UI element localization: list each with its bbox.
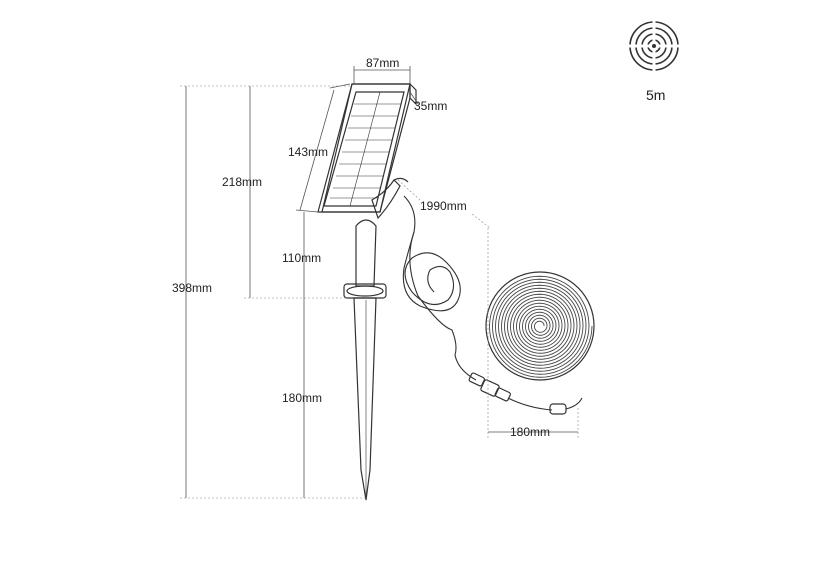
label-total-height: 398mm [172,281,212,295]
solar-panel [317,82,417,220]
label-panel-width: 87mm [366,56,399,70]
coil-spiral [489,275,593,378]
solar-cells [330,91,401,207]
label-panel-height: 143mm [288,145,328,159]
led-strip-coil [485,271,595,381]
dimension-lines [180,66,579,499]
strip-length-label: 5m [646,87,665,103]
label-cable-length: 1990mm [420,199,467,213]
cable [402,195,461,312]
cable-connector [468,372,583,415]
coil-outline [485,271,595,381]
label-stake-neck: 110mm [282,251,321,265]
led-strip-coil-icon [629,21,679,71]
label-panel-depth: 35mm [414,99,447,113]
label-coil-width: 180mm [510,425,550,439]
label-upper-height: 218mm [222,175,262,189]
label-stake-length: 180mm [282,391,322,405]
ground-stake [343,219,387,501]
